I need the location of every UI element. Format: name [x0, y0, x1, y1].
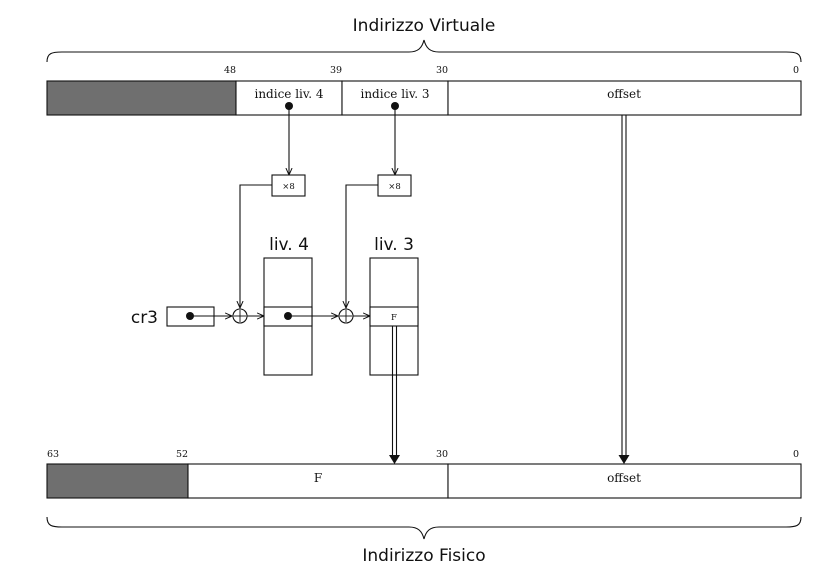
- multiplier-level4-label: ×8: [282, 182, 295, 192]
- table-level4-title: liv. 4: [269, 235, 309, 255]
- virtual-address-brace: [46, 39, 802, 63]
- physical-field-frame: [187, 463, 449, 499]
- physical-address-title: Indirizzo Fisico: [362, 546, 485, 566]
- physical-bit-0: 0: [793, 449, 799, 460]
- physical-field-offset: [447, 463, 802, 499]
- page-table-level3-entry: [369, 306, 419, 327]
- virtual-address-title: Indirizzo Virtuale: [353, 16, 496, 36]
- table3-entry-value: F: [391, 313, 397, 323]
- virtual-field-level3-label: indice liv. 3: [360, 87, 429, 101]
- adder-level3: [338, 308, 354, 324]
- virtual-field-offset-label: offset: [607, 87, 641, 101]
- physical-field-frame-label: F: [314, 471, 322, 485]
- physical-field-offset-label: offset: [607, 471, 641, 485]
- level4-multiplier-to-adder: [240, 184, 272, 308]
- virtual-field-offset: [447, 80, 802, 116]
- virtual-bit-48: 48: [224, 65, 236, 76]
- virtual-reserved-bits: [46, 80, 237, 116]
- virtual-bit-0: 0: [793, 65, 799, 76]
- virtual-bit-30: 30: [436, 65, 448, 76]
- virtual-bit-39: 39: [330, 65, 342, 76]
- frame-double-arrow: [389, 326, 400, 464]
- physical-bit-52: 52: [176, 449, 188, 460]
- cr3-label: cr3: [131, 308, 158, 328]
- multiplier-level3-label: ×8: [388, 182, 401, 192]
- virtual-field-level4-label: indice liv. 4: [254, 87, 323, 101]
- level3-multiplier-to-adder: [346, 184, 378, 308]
- physical-reserved-bits: [46, 463, 189, 499]
- physical-bit-63: 63: [47, 449, 59, 460]
- adder-level4: [232, 308, 248, 324]
- table-level3-title: liv. 3: [374, 235, 414, 255]
- physical-bit-30: 30: [436, 449, 448, 460]
- physical-address-brace: [46, 516, 802, 540]
- offset-double-arrow: [618, 115, 630, 464]
